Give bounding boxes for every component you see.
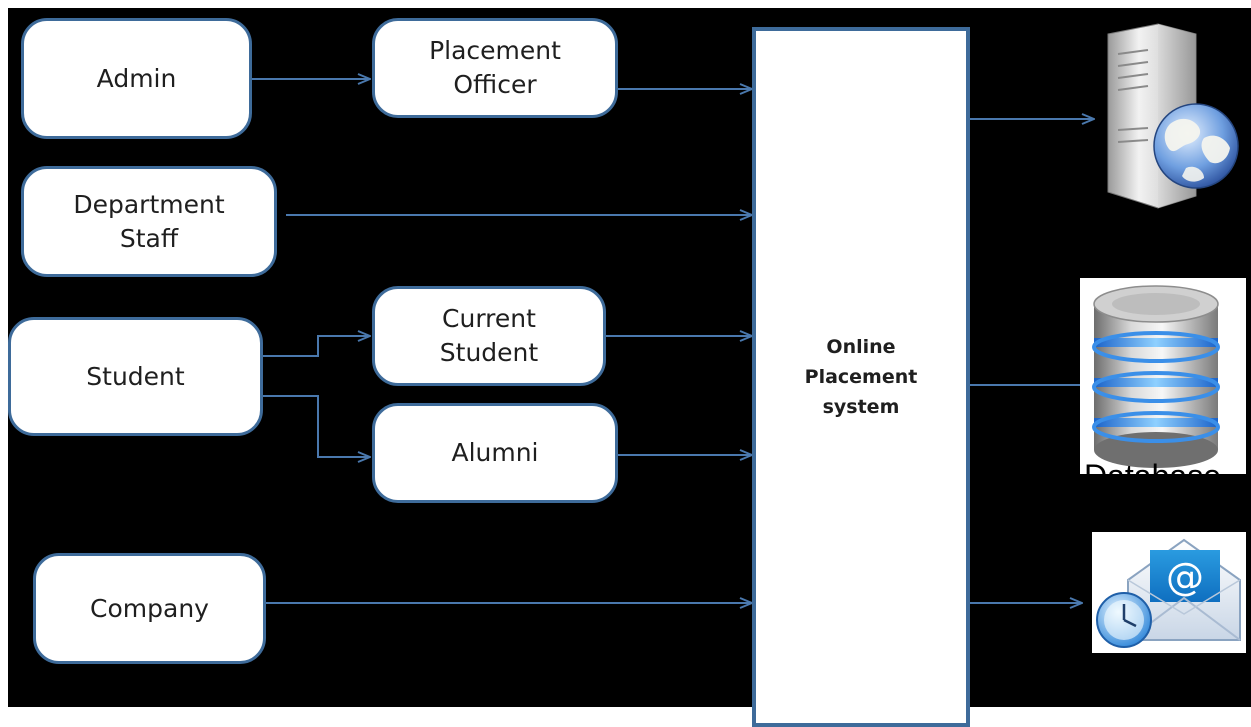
arrow-student-to-alumni xyxy=(263,395,370,457)
student-node: Student xyxy=(8,317,263,436)
database-icon: Database xyxy=(1080,278,1246,474)
admin-node: Admin xyxy=(21,18,252,139)
arrow-student-to-current xyxy=(263,336,370,357)
email-icon: @ xyxy=(1092,532,1246,653)
current-student-node: Current Student xyxy=(372,286,606,386)
placement-officer-node: Placement Officer xyxy=(372,18,618,118)
database-caption: Database xyxy=(1084,458,1221,474)
alumni-node: Alumni xyxy=(372,403,618,503)
web-server-icon xyxy=(1100,20,1240,210)
department-staff-node: Department Staff xyxy=(21,166,277,277)
company-node: Company xyxy=(33,553,266,664)
online-placement-system-node: Online Placement system xyxy=(752,27,970,727)
svg-text:@: @ xyxy=(1166,555,1204,599)
